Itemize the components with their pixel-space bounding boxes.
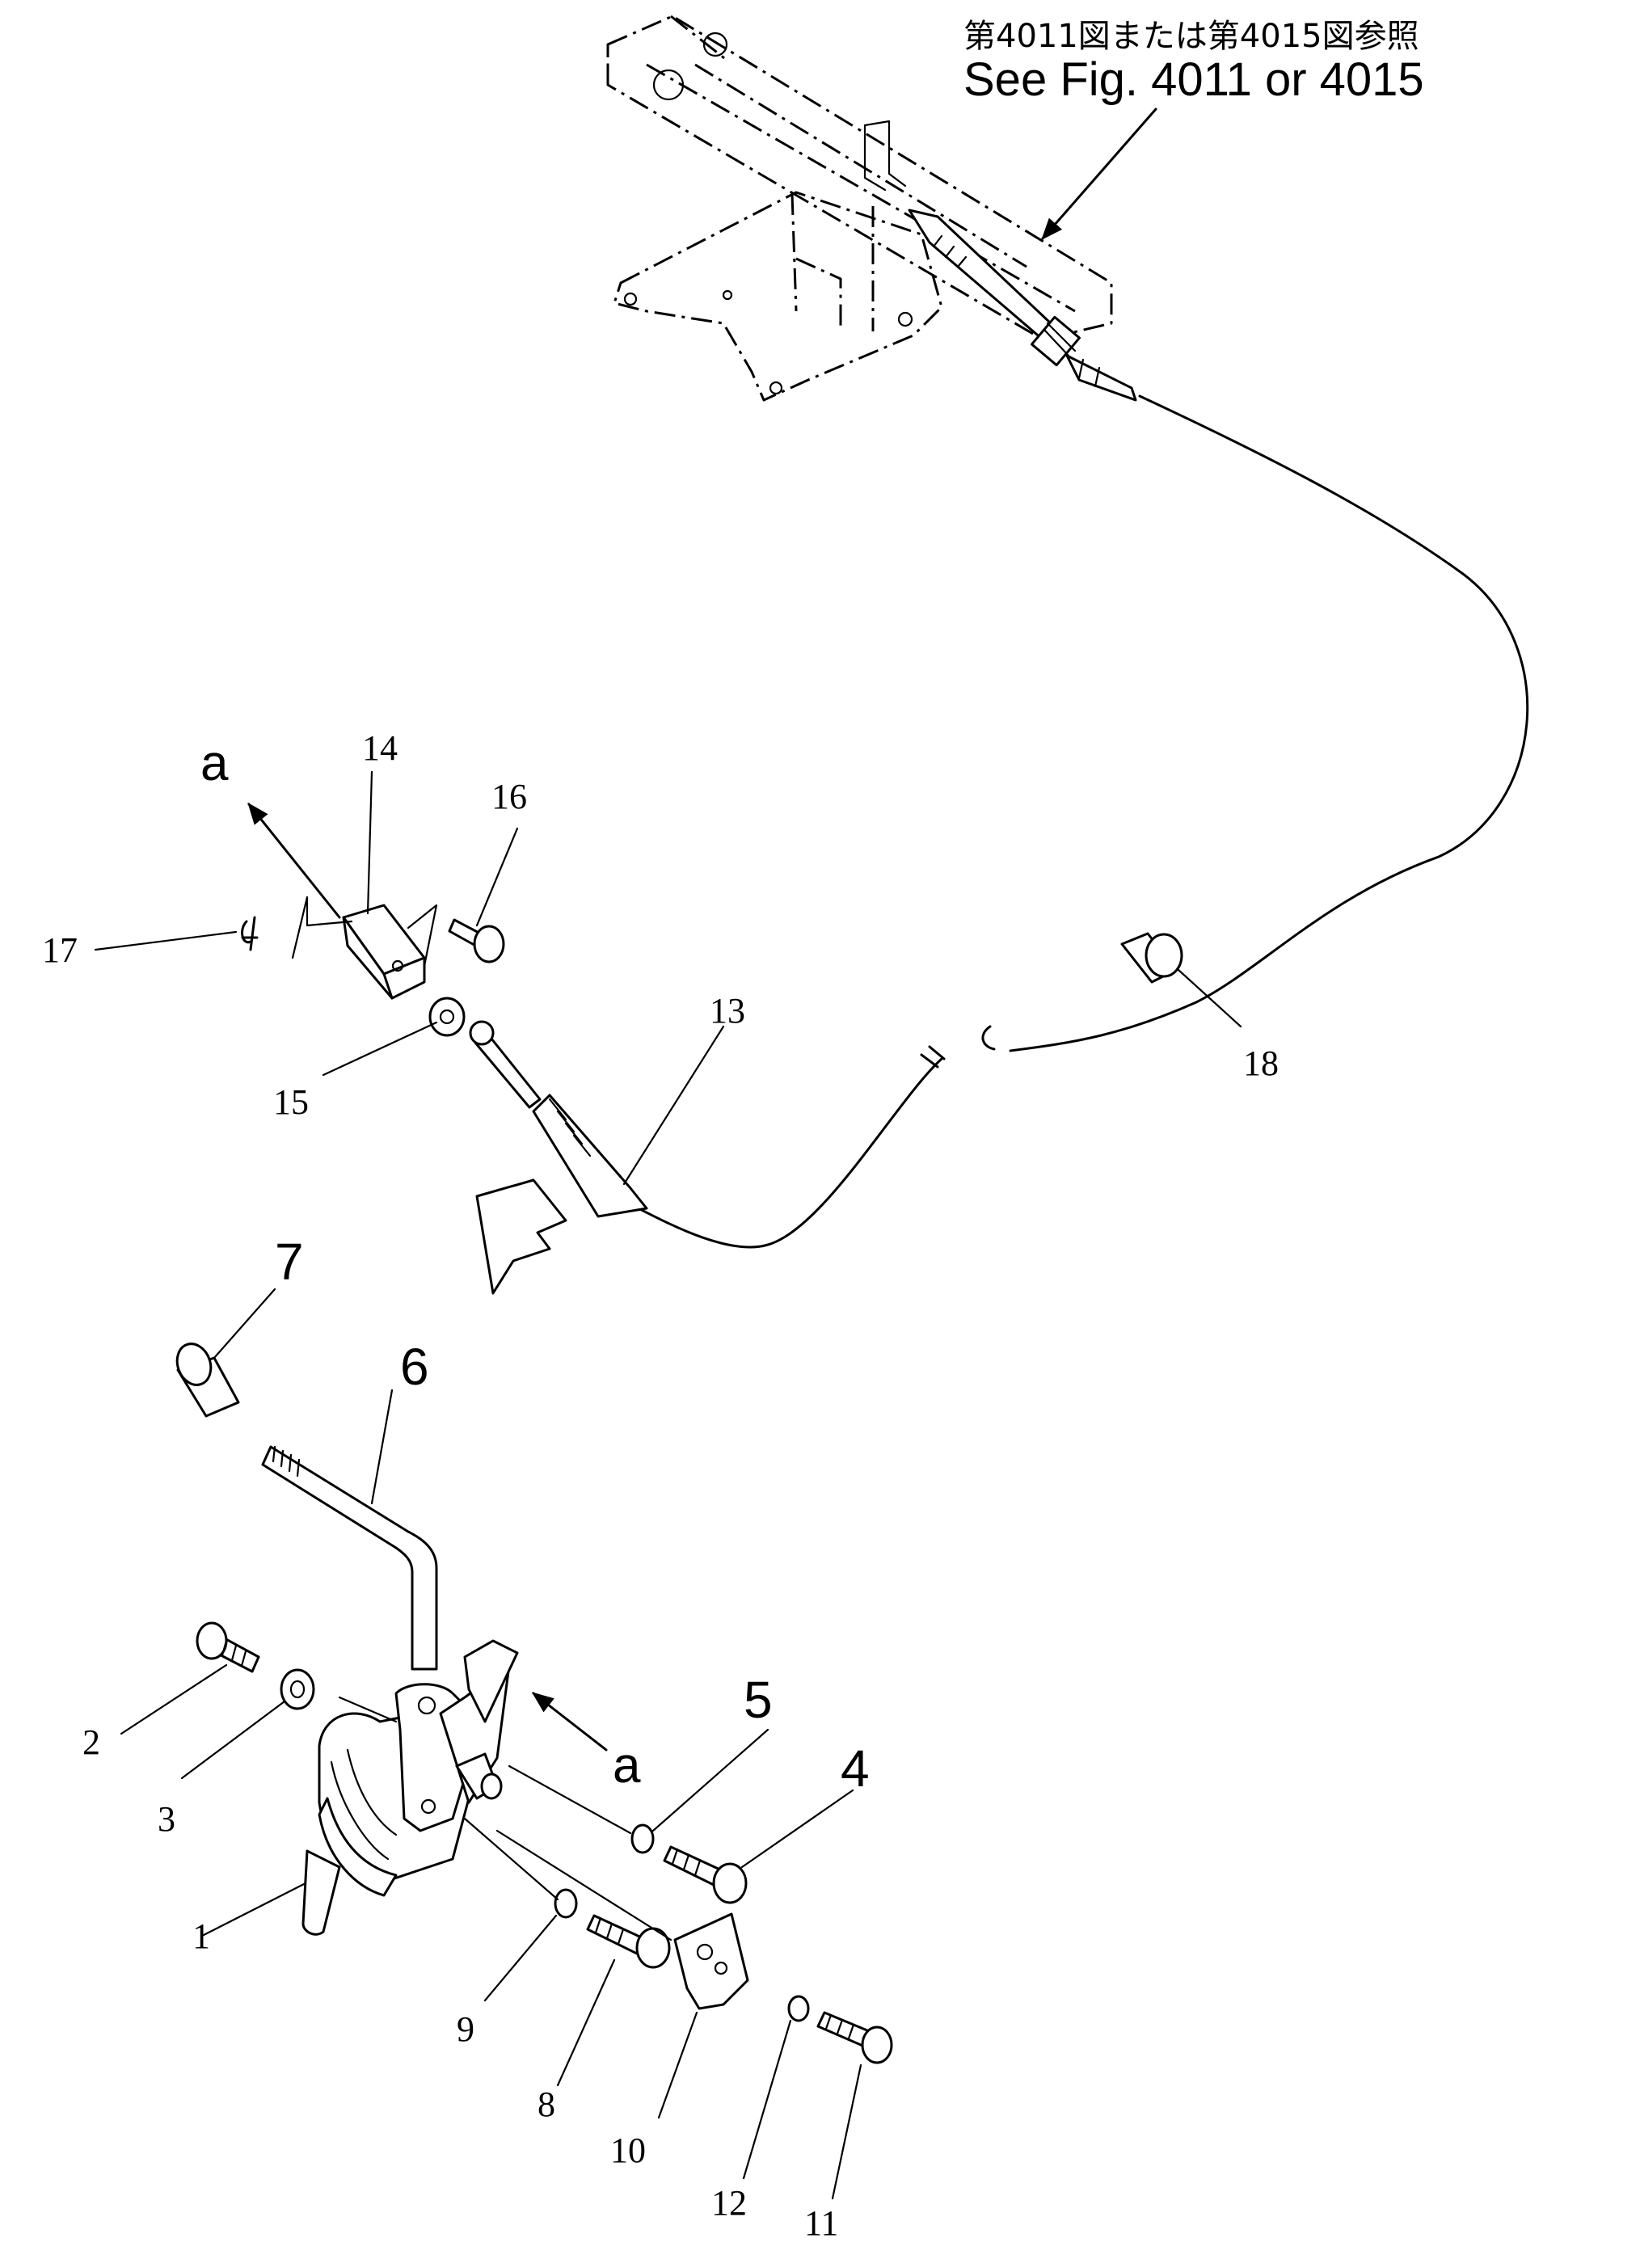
callout-4: 4 — [841, 1739, 870, 1798]
callout-17: 17 — [42, 930, 78, 970]
bolt-2 — [196, 1621, 260, 1673]
linkage-line-left — [291, 896, 353, 959]
linkage-line-right — [407, 904, 438, 967]
connection-mark-lower: a — [613, 1738, 641, 1794]
cable-upper-end — [908, 209, 1137, 402]
cable-break-mark — [920, 1045, 946, 1069]
leader-lines — [94, 770, 1242, 2200]
callout-3: 3 — [158, 1799, 175, 1839]
bolt-4 — [663, 1845, 748, 1904]
lever — [261, 1445, 438, 1671]
bolt-11 — [816, 2011, 893, 2064]
connection-arrow-upper — [247, 802, 341, 919]
cable-lower-end — [469, 1020, 648, 1218]
connection-mark-upper: a — [200, 736, 229, 791]
callout-1: 1 — [192, 1916, 210, 1956]
washer-3-hole — [289, 1680, 306, 1699]
control-cable-lower — [629, 1057, 943, 1249]
callout-11: 11 — [804, 2203, 838, 2243]
cotter-pin — [241, 916, 259, 951]
washer-12 — [787, 1995, 810, 2022]
callout-7: 7 — [275, 1233, 304, 1291]
reference-note-english: See Fig. 4011 or 4015 — [963, 53, 1424, 106]
callout-6: 6 — [400, 1338, 429, 1396]
assembly-line-3 — [338, 1696, 398, 1723]
washer-9 — [554, 1888, 578, 1919]
reference-arrow — [1041, 107, 1157, 241]
control-cable — [1009, 394, 1529, 1052]
callout-12: 12 — [711, 2183, 747, 2223]
callout-16: 16 — [491, 777, 527, 816]
cable-break-mark-2 — [981, 1025, 996, 1051]
pin — [448, 918, 505, 963]
reference-note-japanese: 第4011図または第4015図参照 — [963, 18, 1419, 55]
clamp — [1120, 932, 1183, 984]
callout-14: 14 — [362, 728, 398, 768]
callout-9: 9 — [457, 2009, 474, 2049]
callout-8: 8 — [538, 2085, 555, 2124]
nut — [428, 997, 466, 1037]
callout-5: 5 — [744, 1671, 773, 1729]
knob — [175, 1343, 240, 1418]
bolt-8 — [586, 1914, 671, 1969]
lever-housing — [301, 1639, 519, 1936]
assembly-line-5 — [508, 1764, 632, 1835]
clevis — [342, 904, 426, 1000]
connection-arrow-lower — [531, 1692, 608, 1752]
washer-5 — [630, 1823, 655, 1854]
lever-bracket-reference — [606, 15, 1113, 402]
callout-10: 10 — [610, 2131, 646, 2170]
assembly-line-10 — [495, 1829, 672, 1941]
cable-support-plate — [475, 1178, 567, 1295]
callout-18: 18 — [1243, 1043, 1279, 1083]
callout-15: 15 — [273, 1082, 309, 1122]
assembly-line-9 — [463, 1817, 559, 1901]
callout-13: 13 — [710, 991, 745, 1031]
plate — [673, 1912, 749, 2010]
washer-3 — [280, 1668, 315, 1710]
callout-2: 2 — [82, 1722, 100, 1762]
